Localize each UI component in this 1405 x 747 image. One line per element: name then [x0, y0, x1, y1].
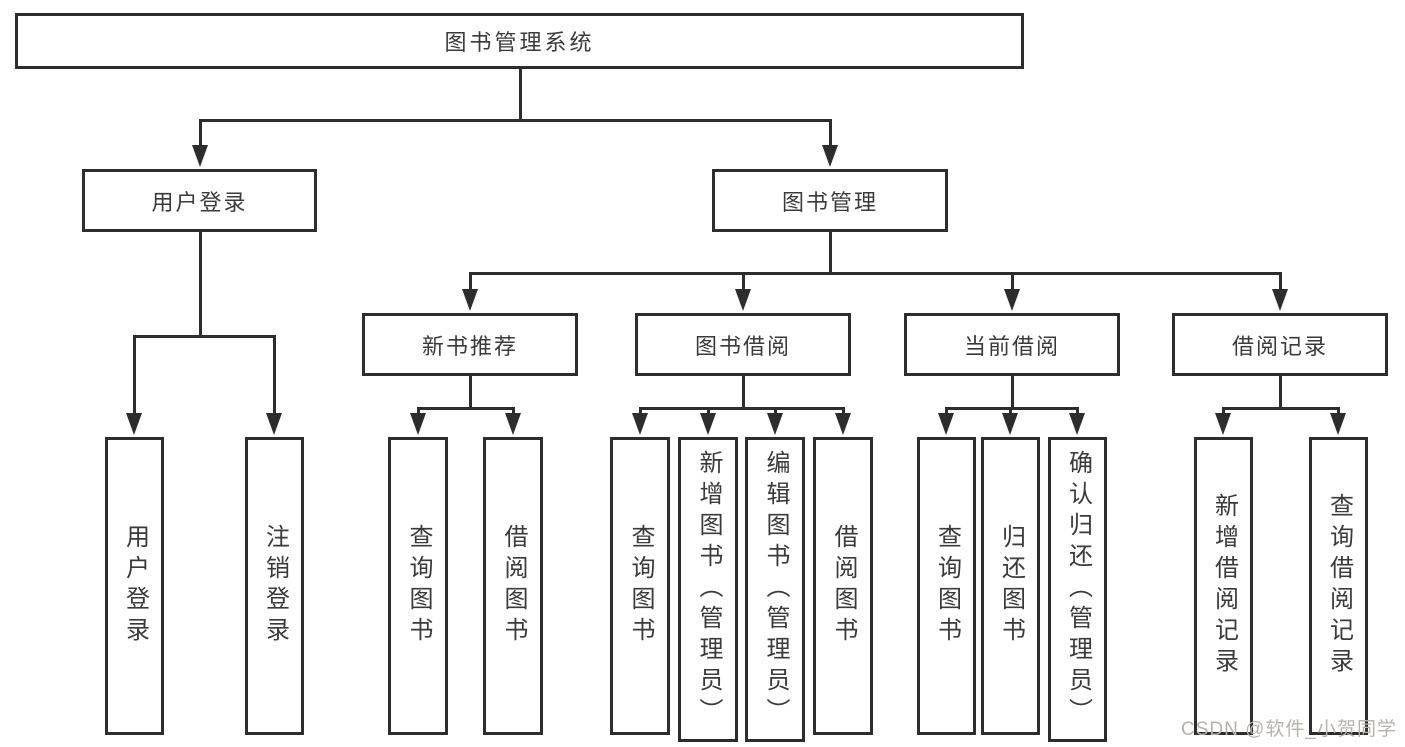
- leaf-query-books-current-label: 查询图书: [933, 524, 961, 648]
- node-current-borrowing: 当前借阅: [904, 313, 1120, 376]
- node-borrowing-records: 借阅记录: [1172, 313, 1388, 376]
- connector-root-stem: [518, 69, 522, 122]
- connector-book-management-stem: [828, 232, 832, 275]
- connector-book-management-drop: [1010, 272, 1014, 295]
- connector-user-login-arrowhead-icon: [126, 413, 142, 435]
- connector-new-book-arrowhead-icon: [410, 413, 426, 435]
- connector-root-drop: [198, 119, 202, 151]
- csdn-watermark: CSDN @软件_小贺同学: [1181, 719, 1397, 740]
- connector-borrow-records-stem: [1278, 376, 1282, 410]
- node-book-management-label: 图书管理: [781, 189, 878, 215]
- leaf-add-book-admin-label: 新增图书（管理员）: [695, 450, 722, 729]
- leaf-return-book-label: 归还图书: [997, 524, 1025, 648]
- leaf-edit-book-admin: 编辑图书（管理员）: [745, 437, 805, 742]
- connector-current-borrow-bus: [944, 407, 1079, 410]
- leaf-logout-label: 注销登录: [261, 524, 289, 648]
- connector-borrow-records-arrowhead-icon: [1215, 413, 1231, 435]
- connector-borrow-records-bus: [1221, 407, 1340, 410]
- node-borrowing-records-label: 借阅记录: [1231, 333, 1328, 359]
- connector-book-management-drop: [1278, 272, 1282, 295]
- leaf-query-books-borrowing: 查询图书: [610, 437, 670, 735]
- connector-book-management-arrowhead-icon: [1004, 289, 1020, 311]
- leaf-add-book-admin: 新增图书（管理员）: [678, 437, 738, 742]
- node-current-borrowing-label: 当前借阅: [963, 333, 1060, 359]
- leaf-borrow-books-recommend: 借阅图书: [483, 437, 543, 735]
- connector-user-login-arrowhead-icon: [266, 413, 282, 435]
- connector-new-book-stem: [468, 376, 472, 410]
- connector-root-arrowhead-icon: [192, 145, 208, 167]
- leaf-return-book: 归还图书: [981, 437, 1040, 735]
- leaf-add-borrow-record: 新增借阅记录: [1194, 437, 1253, 735]
- leaf-query-books-borrowing-label: 查询图书: [627, 524, 654, 648]
- connector-current-borrow-arrowhead-icon: [938, 413, 954, 435]
- node-user-login-label: 用户登录: [151, 189, 248, 215]
- leaf-query-borrow-record-label: 查询借阅记录: [1325, 493, 1353, 679]
- connector-book-borrowing-arrowhead-icon: [632, 413, 648, 435]
- node-new-book-recommend: 新书推荐: [362, 313, 578, 376]
- node-library-management-system: 图书管理系统: [15, 13, 1024, 69]
- connector-book-borrowing-stem: [741, 376, 745, 410]
- node-book-borrowing: 图书借阅: [635, 313, 851, 376]
- connector-borrow-records-arrowhead-icon: [1330, 413, 1346, 435]
- connector-current-borrow-stem: [1010, 376, 1014, 410]
- leaf-add-borrow-record-label: 新增借阅记录: [1210, 493, 1238, 679]
- leaf-borrow-books-borrowing: 借阅图书: [813, 437, 873, 735]
- connector-book-management-bus: [468, 272, 1282, 275]
- connector-root-arrowhead-icon: [822, 145, 838, 167]
- connector-new-book-arrowhead-icon: [505, 413, 521, 435]
- connector-book-borrowing-arrowhead-icon: [835, 413, 851, 435]
- leaf-confirm-return-admin-label: 确认归还（管理员）: [1064, 450, 1092, 729]
- node-book-management: 图书管理: [712, 169, 948, 232]
- connector-user-login-drop: [132, 335, 136, 419]
- node-user-login: 用户登录: [82, 169, 317, 232]
- connector-book-borrowing-arrowhead-icon: [700, 413, 716, 435]
- node-new-book-recommend-label: 新书推荐: [421, 333, 518, 359]
- leaf-query-borrow-record: 查询借阅记录: [1309, 437, 1368, 735]
- connector-book-management-arrowhead-icon: [462, 289, 478, 311]
- connector-root-bus: [198, 119, 832, 122]
- connector-user-login-stem: [198, 232, 202, 338]
- connector-root-drop: [828, 119, 832, 151]
- leaf-user-login-label: 用户登录: [121, 524, 149, 648]
- leaf-borrow-books-borrowing-label: 借阅图书: [830, 524, 857, 648]
- leaf-query-books-current: 查询图书: [917, 437, 976, 735]
- node-book-borrowing-label: 图书借阅: [694, 333, 791, 359]
- connector-user-login-drop: [272, 335, 276, 419]
- connector-current-borrow-arrowhead-icon: [1002, 413, 1018, 435]
- leaf-query-books-recommend: 查询图书: [388, 437, 448, 735]
- leaf-user-login: 用户登录: [105, 437, 164, 735]
- leaf-query-books-recommend-label: 查询图书: [405, 524, 432, 648]
- node-library-management-system-label: 图书管理系统: [444, 30, 595, 55]
- connector-book-borrowing-bus: [638, 407, 845, 410]
- connector-book-borrowing-arrowhead-icon: [767, 413, 783, 435]
- connector-book-management-drop: [468, 272, 472, 295]
- leaf-confirm-return-admin: 确认归还（管理员）: [1048, 437, 1107, 742]
- connector-book-management-arrowhead-icon: [735, 289, 751, 311]
- connector-book-management-drop: [741, 272, 745, 295]
- connector-user-login-bus: [132, 335, 276, 338]
- connector-book-management-arrowhead-icon: [1272, 289, 1288, 311]
- leaf-borrow-books-recommend-label: 借阅图书: [500, 524, 527, 648]
- leaf-edit-book-admin-label: 编辑图书（管理员）: [762, 450, 789, 729]
- leaf-logout: 注销登录: [245, 437, 304, 735]
- connector-current-borrow-arrowhead-icon: [1069, 413, 1085, 435]
- connector-new-book-bus: [416, 407, 515, 410]
